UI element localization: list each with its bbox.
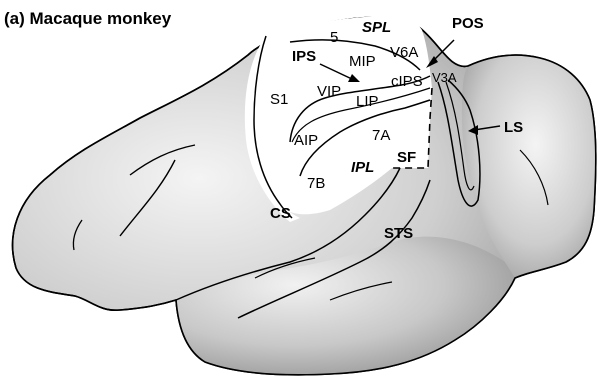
label-7b: 7B [307, 175, 325, 192]
label-lip: LIP [356, 93, 379, 110]
label-mip: MIP [349, 53, 376, 70]
label-ips: IPS [292, 48, 316, 65]
label-ipl: IPL [351, 159, 374, 176]
label-ls: LS [504, 119, 523, 136]
label-7a: 7A [372, 127, 390, 144]
figure-title: (a) Macaque monkey [4, 9, 172, 28]
label-s1: S1 [270, 91, 288, 108]
label-cs: CS [270, 205, 291, 222]
label-v3a: V3A [432, 70, 457, 85]
label-sf: SF [397, 149, 416, 166]
label-sts: STS [384, 225, 413, 242]
label-pos: POS [452, 15, 484, 32]
label-5: 5 [330, 29, 338, 46]
label-aip: AIP [294, 132, 318, 149]
label-cips: cIPS [391, 73, 423, 90]
label-vip: VIP [317, 83, 341, 100]
label-spl: SPL [362, 19, 391, 36]
label-v6a: V6A [390, 44, 418, 61]
